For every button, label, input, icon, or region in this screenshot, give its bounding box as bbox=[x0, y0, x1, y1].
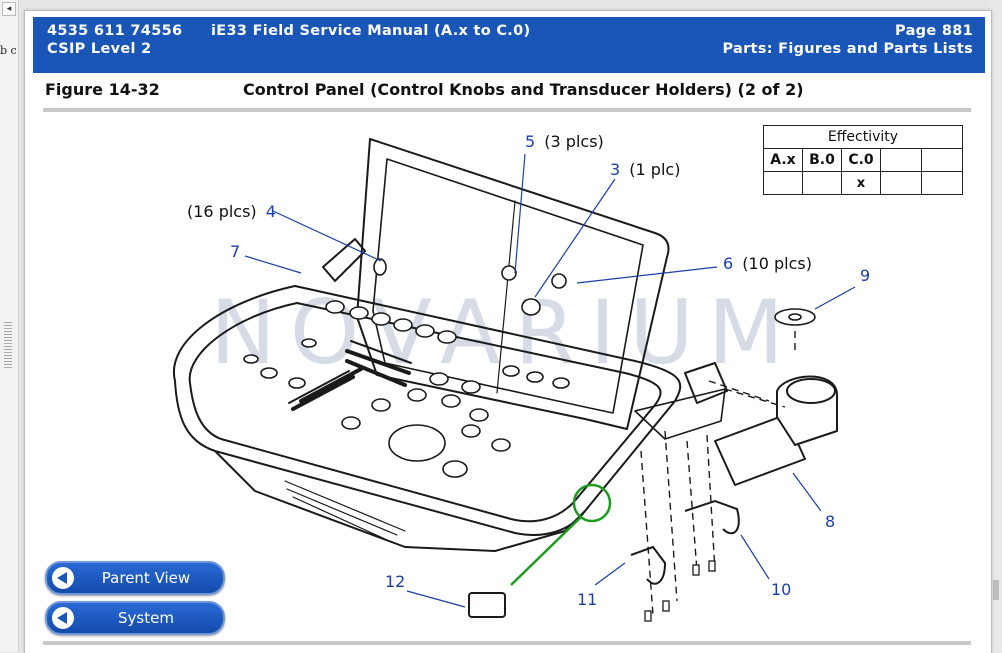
version-blank-1 bbox=[880, 148, 922, 172]
vertical-scrollbar[interactable] bbox=[990, 0, 1002, 652]
scrollbar-thumb[interactable] bbox=[993, 580, 999, 600]
footer-divider bbox=[43, 641, 971, 645]
screws bbox=[644, 560, 716, 622]
left-mount bbox=[322, 238, 366, 282]
csip-level: CSIP Level 2 bbox=[47, 41, 152, 57]
touch-screen-frame bbox=[356, 138, 670, 430]
right-bracket bbox=[634, 388, 726, 440]
figure-label: Figure 14-32 bbox=[45, 80, 160, 99]
panel-resize-handle[interactable] bbox=[4, 322, 12, 368]
collapse-arrow-icon[interactable]: ◂ bbox=[2, 2, 16, 16]
truncated-side-text: b c bbox=[0, 44, 17, 57]
manual-title: iE33 Field Service Manual (A.x to C.0) bbox=[211, 23, 531, 39]
control-panel-body bbox=[172, 285, 682, 536]
trackball bbox=[388, 424, 446, 462]
touch-screen-glass bbox=[372, 158, 644, 414]
manual-page: 4535 611 74556 iE33 Field Service Manual… bbox=[24, 10, 992, 653]
version-b0: B.0 bbox=[802, 148, 842, 172]
mark-b0 bbox=[802, 171, 842, 195]
section-title: Parts: Figures and Parts Lists bbox=[722, 41, 973, 57]
viewer-left-panel: ◂ b c bbox=[0, 0, 19, 652]
page-header: 4535 611 74556 iE33 Field Service Manual… bbox=[33, 17, 985, 73]
mark-blank-2 bbox=[921, 171, 963, 195]
mark-ax bbox=[763, 171, 803, 195]
slider-bank bbox=[288, 340, 412, 411]
callout-5: 5 (3 plcs) bbox=[525, 132, 604, 151]
callout-7: 7 bbox=[230, 242, 240, 261]
mark-blank-1 bbox=[880, 171, 922, 195]
knob-group bbox=[243, 258, 816, 478]
callout-9: 9 bbox=[860, 266, 870, 285]
effectivity-table: Effectivity A.x B.0 C.0 x bbox=[763, 125, 963, 195]
version-ax: A.x bbox=[763, 148, 803, 172]
header-divider bbox=[43, 108, 971, 112]
part-number: 4535 611 74556 bbox=[47, 23, 183, 39]
callout-leaders bbox=[244, 153, 856, 608]
callout-10: 10 bbox=[771, 580, 791, 599]
callout-12: 12 bbox=[385, 572, 405, 591]
watermark: NOVARIUM bbox=[210, 281, 798, 384]
effectivity-title: Effectivity bbox=[763, 125, 963, 149]
page-number: Page 881 bbox=[895, 23, 973, 39]
control-panel-bezel bbox=[188, 302, 662, 523]
right-mount bbox=[684, 362, 728, 404]
figure-title: Control Panel (Control Knobs and Transdu… bbox=[243, 80, 804, 99]
version-c0: C.0 bbox=[841, 148, 881, 172]
callout-labels: 5 (3 plcs) 3 (1 plc) (16 plcs) 4 7 6 (10… bbox=[187, 132, 870, 609]
highlight-circle bbox=[510, 483, 612, 586]
touch-screen-divider bbox=[496, 200, 516, 394]
callout-11: 11 bbox=[577, 590, 597, 609]
probe-hooks bbox=[468, 499, 740, 618]
parent-view-label: Parent View bbox=[101, 569, 191, 587]
assembly-lines bbox=[640, 331, 796, 616]
callout-8: 8 bbox=[825, 512, 835, 531]
clip-part bbox=[468, 592, 506, 618]
control-panel-vent bbox=[284, 480, 406, 540]
exploded-view-diagram: NOVARIUM bbox=[172, 132, 870, 622]
mark-c0: x bbox=[841, 171, 881, 195]
version-blank-2 bbox=[921, 148, 963, 172]
back-arrow-icon bbox=[52, 567, 74, 589]
system-label: System bbox=[118, 609, 174, 627]
parent-view-button[interactable]: Parent View bbox=[45, 561, 225, 595]
callout-3: 3 (1 plc) bbox=[610, 160, 680, 179]
back-arrow-icon bbox=[52, 607, 74, 629]
system-button[interactable]: System bbox=[45, 601, 225, 635]
callout-4: (16 plcs) 4 bbox=[187, 202, 276, 221]
callout-6: 6 (10 plcs) bbox=[723, 254, 812, 273]
transducer-holder bbox=[714, 375, 838, 486]
